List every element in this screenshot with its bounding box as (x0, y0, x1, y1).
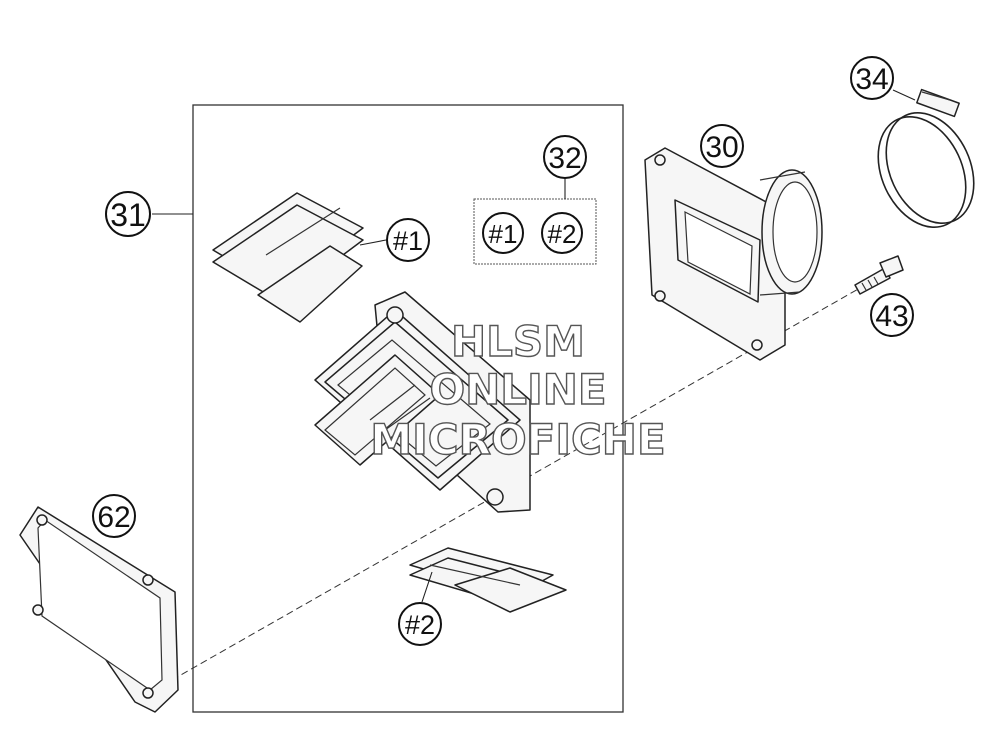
watermark-line-3: MICROFICHE (370, 415, 665, 464)
assembly-frame (192, 104, 624, 713)
callout-kit-1[interactable]: #1 (482, 212, 524, 254)
hose-clamp-34 (877, 88, 975, 229)
callout-reed-2[interactable]: #2 (398, 602, 442, 646)
leader-reed-2 (421, 571, 433, 603)
callout-reed-1-label: #1 (393, 226, 423, 256)
callout-62-label: 62 (97, 501, 130, 534)
reed-valve-block (314, 291, 531, 513)
callout-31-label: 31 (110, 197, 146, 233)
leader-reed-1 (359, 239, 387, 246)
callout-32[interactable]: 32 (543, 135, 587, 179)
callout-kit-2-label: #2 (548, 219, 577, 249)
kit-frame (473, 198, 597, 265)
callout-30-label: 30 (705, 131, 738, 164)
watermark: HLSM ONLINE MICROFICHE (370, 316, 667, 464)
screw-43 (854, 255, 904, 295)
callout-30[interactable]: 30 (700, 124, 744, 168)
callout-43-label: 43 (875, 300, 908, 333)
leader-34 (892, 89, 916, 101)
gasket-62 (19, 506, 179, 713)
callout-reed-2-label: #2 (405, 610, 435, 640)
callout-34[interactable]: 34 (850, 56, 894, 100)
callout-kit-2[interactable]: #2 (541, 212, 583, 254)
intake-flange-30 (644, 147, 823, 361)
callout-43[interactable]: 43 (870, 293, 914, 337)
callout-kit-1-label: #1 (489, 219, 518, 249)
reed-petal-1 (212, 192, 364, 323)
callout-62[interactable]: 62 (92, 494, 136, 538)
callout-reed-1[interactable]: #1 (386, 218, 430, 262)
callout-31[interactable]: 31 (105, 191, 151, 237)
watermark-line-2: ONLINE (429, 365, 606, 414)
callout-32-label: 32 (548, 142, 581, 175)
callout-34-label: 34 (855, 63, 888, 96)
reed-petal-2 (409, 547, 567, 613)
watermark-line-1: HLSM (451, 317, 585, 366)
